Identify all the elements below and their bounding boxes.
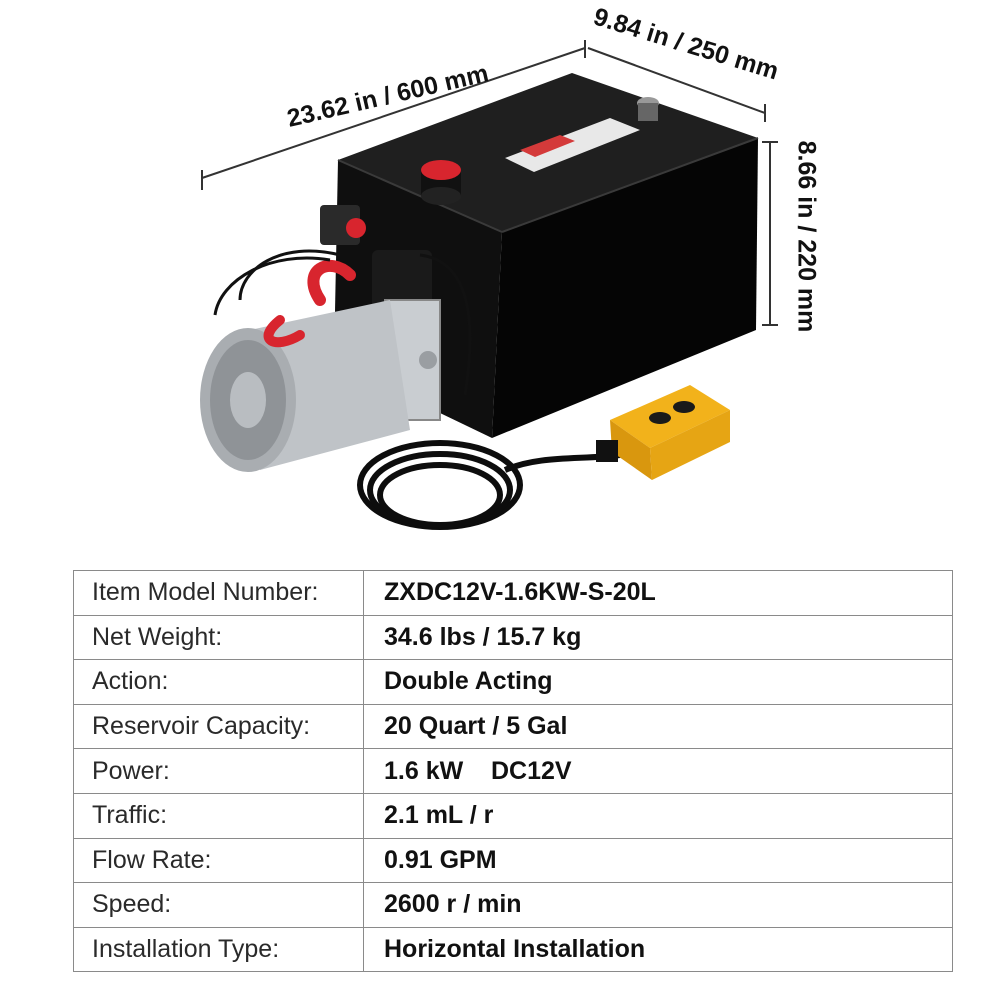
height-dimension-label: 8.66 in / 220 mm	[792, 140, 821, 333]
table-row: Reservoir Capacity: 20 Quart / 5 Gal	[73, 703, 953, 750]
width-dimension-line	[587, 47, 766, 114]
dimension-lines	[201, 40, 778, 326]
specification-table: Item Model Number: ZXDC12V-1.6KW-S-20L N…	[73, 570, 953, 973]
table-row: Traffic: 2.1 mL / r	[73, 792, 953, 839]
hydraulic-power-unit-drawing	[200, 40, 778, 530]
spec-value: ZXDC12V-1.6KW-S-20L	[363, 570, 953, 616]
electric-motor-icon	[200, 259, 410, 472]
spec-key: Net Weight:	[73, 614, 364, 661]
product-illustration: 23.62 in / 600 mm 9.84 in / 250 mm 8.66 …	[200, 3, 821, 530]
spec-value: 2.1 mL / r	[363, 792, 953, 839]
spec-value: 1.6 kW DC12V	[363, 748, 953, 794]
spec-key: Traffic:	[73, 792, 364, 839]
spec-key: Flow Rate:	[73, 837, 364, 884]
spec-value: 20 Quart / 5 Gal	[363, 703, 953, 750]
table-row: Action: Double Acting	[73, 659, 953, 705]
table-row: Flow Rate: 0.91 GPM	[73, 837, 953, 884]
spec-value: 34.6 lbs / 15.7 kg	[363, 614, 953, 661]
table-row: Speed: 2600 r / min	[73, 882, 953, 928]
wire-harness	[213, 249, 472, 396]
table-row: Installation Type: Horizontal Installati…	[73, 926, 953, 973]
spec-value: 2600 r / min	[363, 882, 953, 928]
length-dimension-line	[201, 47, 586, 179]
spec-key: Item Model Number:	[73, 570, 364, 616]
spec-key: Reservoir Capacity:	[73, 703, 364, 750]
filler-cap-icon	[421, 160, 461, 205]
table-row: Power: 1.6 kW DC12V	[73, 748, 953, 794]
spec-value: Double Acting	[363, 659, 953, 705]
spec-value: Horizontal Installation	[363, 926, 953, 973]
remote-control-icon	[596, 385, 730, 480]
spec-key: Action:	[73, 659, 364, 705]
spec-value: 0.91 GPM	[363, 837, 953, 884]
spec-key: Power:	[73, 748, 364, 794]
spec-key: Installation Type:	[73, 926, 364, 973]
coiled-cable-icon	[357, 440, 621, 530]
spec-key: Speed:	[73, 882, 364, 928]
table-row: Net Weight: 34.6 lbs / 15.7 kg	[73, 614, 953, 661]
table-row: Item Model Number: ZXDC12V-1.6KW-S-20L	[73, 570, 953, 616]
